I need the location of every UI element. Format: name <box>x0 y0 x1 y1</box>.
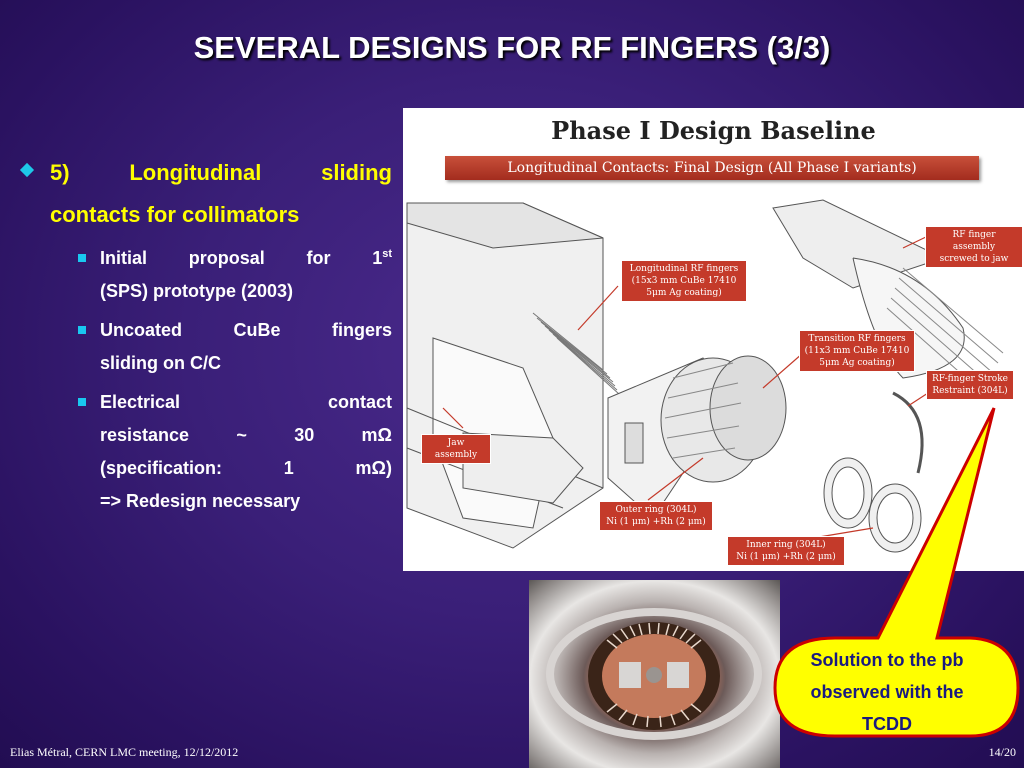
bubble-line: TCDD <box>862 714 912 734</box>
photo-detail <box>546 608 762 740</box>
callout-jaw-assembly: Jaw assembly <box>421 434 491 464</box>
bubble-line: Solution to the pb <box>810 650 964 670</box>
callout-inner-ring: Inner ring (304L)Ni (1 μm) +Rh (2 μm) <box>727 536 845 566</box>
bullet-main-word: sliding <box>321 160 392 185</box>
slide-number: 14/20 <box>988 745 1016 759</box>
sub-bullet-line: => Redesign necessary <box>100 491 301 511</box>
footer-author: Elias Métral, CERN LMC meeting, 12/12/20… <box>10 745 239 759</box>
sub-bullet-word: ~ <box>236 425 247 445</box>
sub-bullet-word: 1 <box>283 458 294 478</box>
bubble-line: observed with the <box>810 682 964 702</box>
diagram-title: Phase I Design Baseline <box>551 116 876 145</box>
square-bullet-icon <box>78 326 86 334</box>
sub-bullet-word: 30 <box>294 425 315 445</box>
sub-bullet-word: CuBe <box>233 320 281 340</box>
sub-bullet-word: mΩ <box>361 425 392 445</box>
diagram-banner: Longitudinal Contacts: Final Design (All… <box>445 156 979 180</box>
sub-bullet-word: for <box>306 248 331 268</box>
sub-bullet-word: proposal <box>188 248 265 268</box>
sub-bullet-word: Initial <box>100 248 148 268</box>
sub-bullet-word: contact <box>327 392 392 412</box>
sub-bullet-word: resistance <box>100 425 190 445</box>
bullet-main: 5) Longitudinal sliding contacts for col… <box>10 152 392 236</box>
sub-bullet-word: Uncoated <box>100 320 183 340</box>
bubble-text: Solution to the pb observed with the TCD… <box>780 644 994 740</box>
bullet-main-word: 5) <box>50 160 70 185</box>
square-bullet-icon <box>78 254 86 262</box>
rf-fingers-photo <box>529 580 780 768</box>
sub-bullet-3: Electrical contact resistance ~ 30 mΩ (s… <box>10 386 392 518</box>
bullet-main-word: Longitudinal <box>129 160 262 185</box>
sub-bullet-1: Initial proposal for 1st (SPS) prototype… <box>10 242 392 308</box>
callout-outer-ring: Outer ring (304L)Ni (1 μm) +Rh (2 μm) <box>599 501 713 531</box>
design-diagram: Phase I Design Baseline Longitudinal Con… <box>403 108 1024 571</box>
bullet-list: 5) Longitudinal sliding contacts for col… <box>10 152 392 518</box>
sub-bullet-word: mΩ) <box>355 458 392 478</box>
slide-title: SEVERAL DESIGNS FOR RF FINGERS (3/3) <box>193 30 831 65</box>
bullet-main-line2: contacts for collimators <box>50 202 300 227</box>
callout-longitudinal-rf-fingers: Longitudinal RF fingers(15x3 mm CuBe 174… <box>621 260 747 302</box>
sub-bullet-line: (SPS) prototype (2003) <box>100 281 294 301</box>
callout-transition-rf-fingers: Transition RF fingers(11x3 mm CuBe 17410… <box>799 330 915 372</box>
bullet-main-text: 5) Longitudinal sliding contacts for col… <box>50 152 392 236</box>
square-bullet-icon <box>78 398 86 406</box>
sub-bullet-word: (specification: <box>100 458 223 478</box>
sub-bullet-word: 1st <box>372 248 392 268</box>
sub-bullet-line: sliding on C/C <box>100 353 221 373</box>
sub-bullet-word: fingers <box>331 320 392 340</box>
collimator-drawing <box>406 199 1004 553</box>
sub-bullet-word: Electrical <box>100 392 181 412</box>
sub-bullet-2: Uncoated CuBe fingers sliding on C/C <box>10 314 392 380</box>
diamond-bullet-icon <box>19 162 35 178</box>
